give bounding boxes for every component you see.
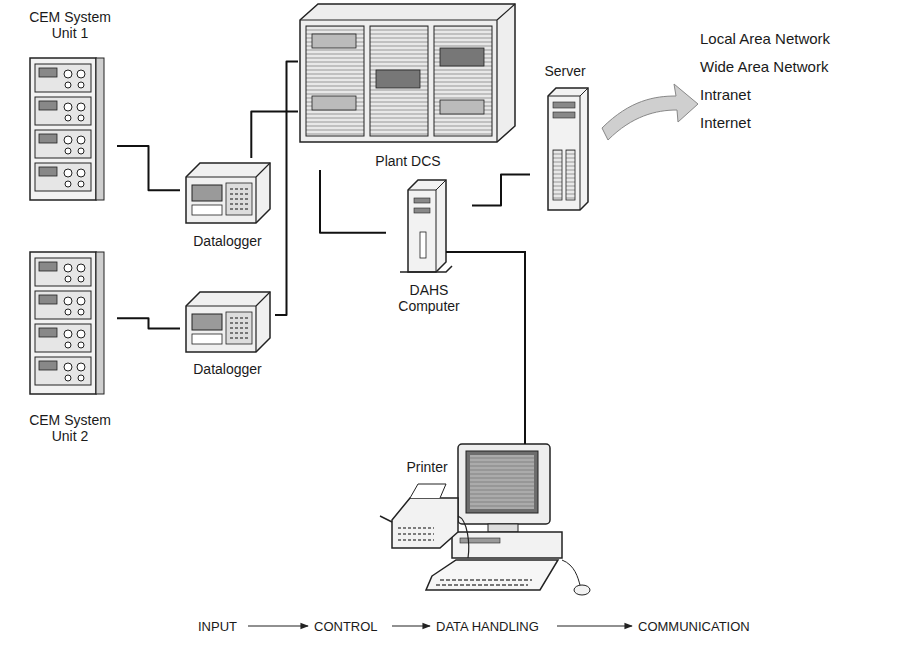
cable-connector: [320, 170, 386, 233]
cable-connector: [472, 175, 530, 206]
equipment-label: Server: [542, 62, 587, 80]
network-label: Wide Area Network: [700, 58, 828, 75]
equipment-node: Server: [530, 62, 600, 212]
equipment-label: Printer: [404, 458, 449, 476]
server-tower: [548, 88, 588, 210]
network-label: Local Area Network: [700, 30, 830, 47]
stage-label: INPUT: [198, 619, 237, 634]
network-label: Intranet: [700, 86, 751, 103]
equipment-node: Printer: [382, 458, 472, 550]
stage-label: CONTROL: [314, 619, 378, 634]
cable-connector: [117, 318, 180, 328]
equipment-node: CEM System Unit 2: [23, 250, 117, 445]
equipment-node: Datalogger: [180, 288, 275, 378]
dahs-tower: [400, 180, 452, 272]
equipment-node: CEM System Unit 1: [23, 8, 117, 205]
network-arrow: [602, 84, 698, 140]
printer: [380, 484, 469, 558]
equipment-node: Plant DCS: [298, 3, 518, 170]
stage-label: COMMUNICATION: [638, 619, 750, 634]
stage-label: DATA HANDLING: [436, 619, 539, 634]
equipment-label: Datalogger: [191, 360, 264, 378]
network-label: Internet: [700, 114, 751, 131]
cable-connector: [275, 61, 298, 315]
workstation-cable: [446, 252, 525, 444]
dcs-cabinet: [300, 4, 515, 142]
equipment-label: CEM System Unit 1: [23, 8, 117, 42]
equipment-label: Datalogger: [191, 232, 264, 250]
cable-connector: [251, 112, 298, 159]
cable-connector: [117, 146, 180, 190]
equipment-label: CEM System Unit 2: [23, 411, 117, 445]
equipment-node: Datalogger: [180, 158, 275, 250]
equipment-label: Plant DCS: [373, 152, 442, 170]
equipment-node: DAHS Computer: [386, 178, 472, 315]
equipment-label: DAHS Computer: [386, 281, 472, 315]
